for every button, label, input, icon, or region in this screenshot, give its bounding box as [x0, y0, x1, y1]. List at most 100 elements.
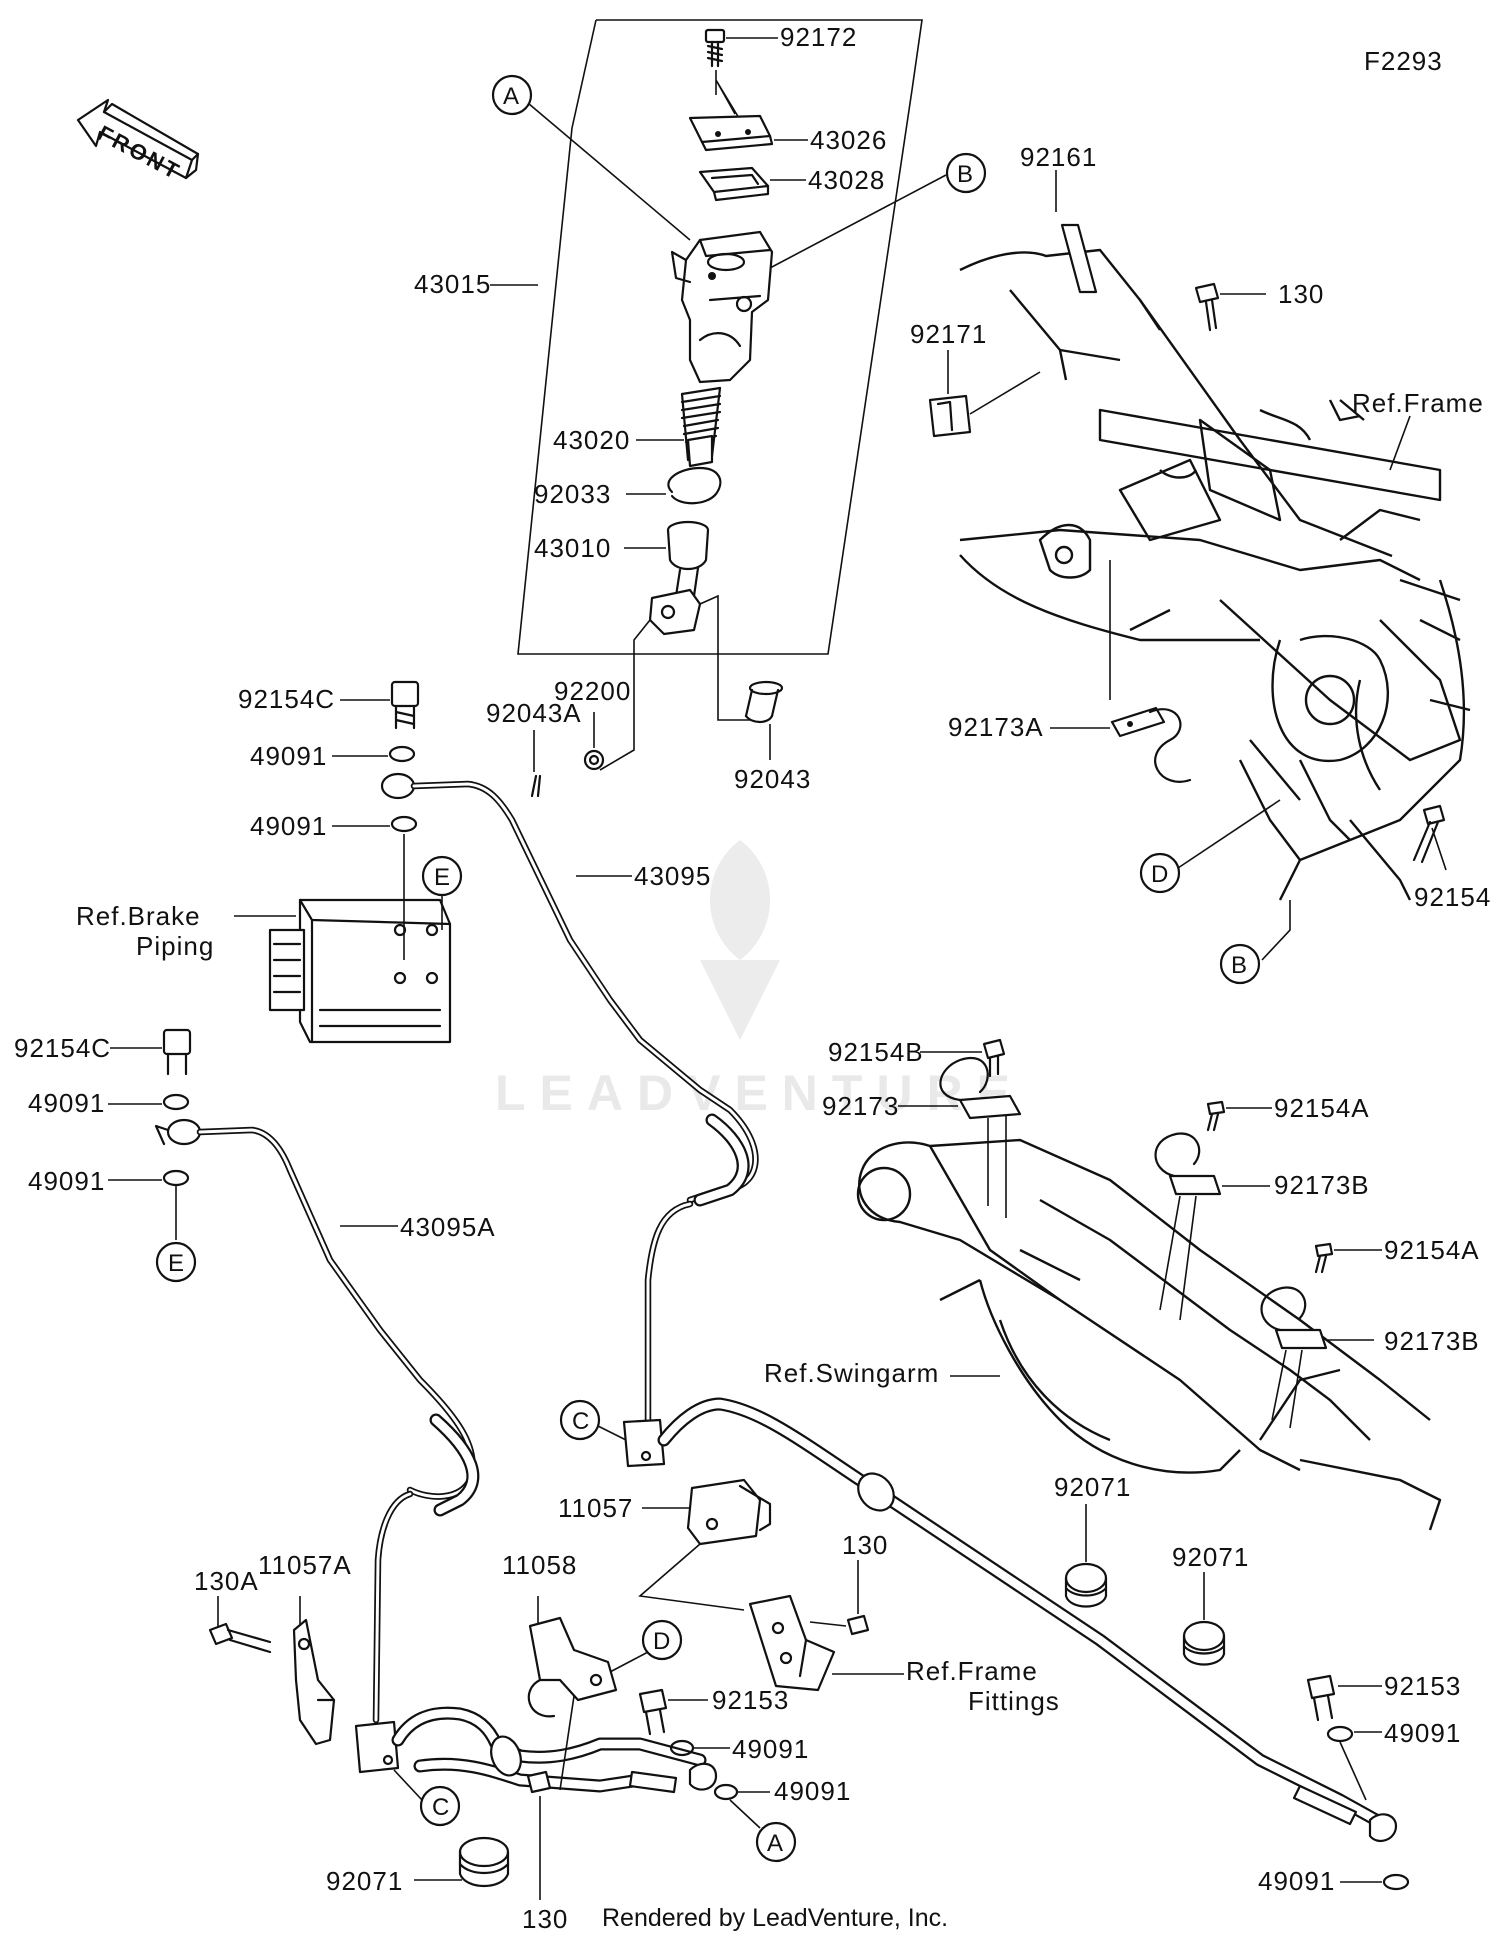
- marker-B2: B: [1231, 952, 1247, 979]
- callout-92173: 92173: [822, 1091, 899, 1121]
- callout-43095: 43095: [634, 861, 711, 891]
- callout-11057: 11057: [558, 1493, 633, 1523]
- marker-C2: C: [432, 1794, 449, 1821]
- bracket-11057A: [292, 1618, 336, 1746]
- clamp-92173A: [1110, 706, 1192, 783]
- bolt-130A: [208, 1622, 272, 1654]
- bracket-11058: [527, 1616, 618, 1718]
- callout-92071-a: 92071: [1054, 1472, 1131, 1502]
- bolt-92154A-lower: [1314, 1242, 1334, 1274]
- marker-E2: E: [168, 1250, 184, 1277]
- diaphragm-43028: [698, 166, 770, 202]
- front-lower-hose: [391, 1706, 718, 1794]
- callout-92153-b: 92153: [1384, 1671, 1461, 1701]
- ref-swingarm: Ref.Swingarm: [764, 1358, 939, 1388]
- callout-49091-g: 49091: [1384, 1718, 1461, 1748]
- callout-92071-c: 92071: [326, 1866, 403, 1896]
- callout-49091-c: 49091: [28, 1088, 105, 1118]
- master-cylinder-body: [670, 230, 774, 384]
- marker-E1: E: [434, 864, 450, 891]
- bolt-92154: [1412, 804, 1446, 864]
- callout-92071-b: 92071: [1172, 1542, 1249, 1572]
- rear-brake-hose: [657, 1397, 1398, 1843]
- spring-43020: [680, 386, 722, 468]
- callout-130-top: 130: [1278, 279, 1324, 309]
- bolt-92172: [704, 28, 726, 68]
- pin-92043: [744, 680, 784, 724]
- banjo-bolt-92154C-upper: [390, 680, 420, 730]
- joint-block-lower: [354, 1720, 400, 1774]
- brake-line-43095: [380, 772, 759, 1424]
- clip-92171: [928, 394, 972, 438]
- leadventure-watermark: LEADVENTURE: [495, 840, 1010, 1121]
- callout-92043: 92043: [734, 764, 811, 794]
- marker-B1: B: [957, 161, 973, 188]
- callout-43015: 43015: [414, 269, 491, 299]
- callout-11057A: 11057A: [258, 1550, 352, 1580]
- banjo-bolt-92153-right: [1306, 1674, 1336, 1722]
- callout-43028: 43028: [808, 165, 885, 195]
- master-cylinder-bracket: [490, 19, 923, 655]
- callout-92171: 92171: [910, 319, 987, 349]
- frame-reference: [959, 248, 1471, 901]
- marker-A2: A: [767, 1830, 783, 1857]
- abs-unit: [268, 898, 452, 1044]
- callout-92200: 92200: [554, 676, 631, 706]
- grommet-92071-c: [458, 1836, 510, 1887]
- callout-92154: 92154: [1414, 882, 1491, 912]
- callout-92043A: 92043A: [486, 698, 582, 728]
- grommet-92071-a: [1064, 1562, 1108, 1608]
- ref-brake-line2: Piping: [136, 931, 214, 961]
- swingarm-reference: [856, 1138, 1442, 1531]
- clamp-92173: [939, 1056, 1022, 1120]
- banjo-bolt-92153-left: [638, 1688, 668, 1736]
- callout-130-mid: 130: [842, 1530, 888, 1560]
- callout-43010: 43010: [534, 533, 611, 563]
- callout-92154C-a: 92154C: [238, 684, 335, 714]
- callout-49091-e: 49091: [732, 1734, 809, 1764]
- bolt-92154A-upper: [1206, 1100, 1226, 1132]
- callout-49091-a: 49091: [250, 741, 327, 771]
- bolt-92154B: [982, 1038, 1006, 1078]
- callout-11058: 11058: [502, 1550, 577, 1580]
- ref-frame-fittings-line2: Fittings: [968, 1686, 1060, 1716]
- ref-frame: Ref.Frame: [1352, 388, 1484, 418]
- marker-C1: C: [572, 1408, 589, 1435]
- circle-marker-D: [1139, 852, 1181, 894]
- footer-credit: Rendered by LeadVenture, Inc.: [602, 1904, 948, 1932]
- callout-92172: 92172: [780, 22, 857, 52]
- callout-43020: 43020: [553, 425, 630, 455]
- callout-92153-a: 92153: [712, 1685, 789, 1715]
- ref-brake-line1: Ref.Brake: [76, 901, 201, 931]
- marker-D1: D: [1151, 861, 1168, 888]
- circle-marker-D-2: [641, 1619, 683, 1661]
- bolt-130-mid: [846, 1614, 870, 1636]
- clamp-92173B-upper: [1154, 1132, 1222, 1196]
- callout-92154B: 92154B: [828, 1037, 924, 1067]
- brake-line-43095A: [154, 1118, 480, 1724]
- callout-130A: 130A: [194, 1566, 259, 1596]
- reservoir-cap-43026: [688, 114, 774, 152]
- callout-49091-d: 49091: [28, 1166, 105, 1196]
- callout-130-bottom: 130: [522, 1904, 568, 1934]
- callout-92154A-a: 92154A: [1274, 1093, 1370, 1123]
- callout-43026: 43026: [810, 125, 887, 155]
- callout-92154A-b: 92154A: [1384, 1235, 1480, 1265]
- ref-frame-fittings-line1: Ref.Frame: [906, 1656, 1038, 1686]
- marker-D2: D: [653, 1628, 670, 1655]
- bracket-11057: [686, 1478, 772, 1546]
- frame-fittings-bracket: [748, 1594, 836, 1692]
- callout-92173A: 92173A: [948, 712, 1044, 742]
- callout-92161: 92161: [1020, 142, 1097, 172]
- circle-marker-B-2: [1219, 943, 1261, 985]
- bolt-130-top: [1194, 282, 1220, 332]
- marker-A1: A: [503, 83, 519, 110]
- callout-92033: 92033: [534, 479, 611, 509]
- callout-92173B-a: 92173B: [1274, 1170, 1370, 1200]
- circle-marker-A: [491, 74, 533, 116]
- bolt-130-bottom: [526, 1770, 552, 1794]
- figure-code: F2293: [1364, 46, 1443, 76]
- circle-marker-B: [945, 152, 987, 194]
- circle-marker-C: [559, 1399, 601, 1441]
- circle-marker-E-2: [155, 1241, 197, 1283]
